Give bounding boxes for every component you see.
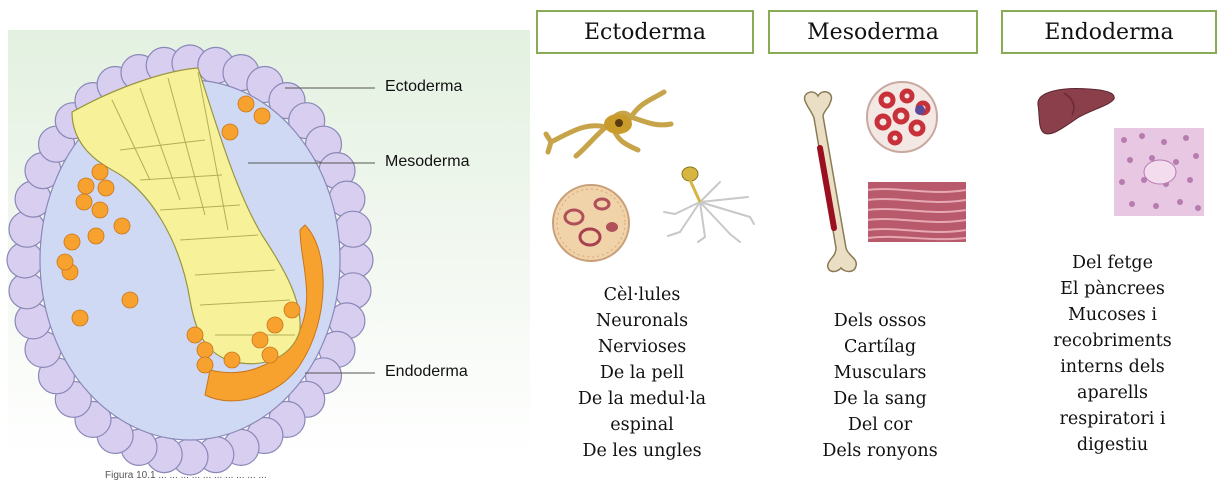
neuron-icon [546, 82, 676, 162]
list-item: El pàncrees [1020, 276, 1205, 302]
list-item: Dels ossos [790, 308, 970, 334]
endoderm-cell [57, 254, 73, 270]
endoderm-cell [262, 347, 278, 363]
list-item: De les ungles [552, 438, 732, 464]
list-item: De la pell [552, 360, 732, 386]
endoderm-cell [197, 357, 213, 373]
list-item: interns dels [1020, 354, 1205, 380]
endoderm-cell [222, 124, 238, 140]
list-item: Nervioses [552, 334, 732, 360]
embryo-cross-section [0, 0, 540, 481]
skin-cell-icon [550, 182, 632, 264]
pancreas-tissue-icon [1114, 128, 1204, 216]
list-item: De la sang [790, 386, 970, 412]
liver-icon [1034, 85, 1118, 141]
endoderm-cell [252, 332, 268, 348]
list-item: De la medul·la [552, 386, 732, 412]
endoderm-cell [284, 302, 300, 318]
endoderm-label: Endoderma [385, 363, 468, 381]
list-item: Del fetge [1020, 250, 1205, 276]
list-item: espinal [552, 412, 732, 438]
endoderm-cell [78, 178, 94, 194]
list-item: Neuronals [552, 308, 732, 334]
endoderm-cell [267, 317, 283, 333]
bone-icon [796, 88, 866, 278]
list-item: Mucoses i [1020, 302, 1205, 328]
nerve-cell-icon [660, 152, 755, 242]
endoderm-cell [114, 218, 130, 234]
list-item: respiratori i [1020, 406, 1205, 432]
mesoderm-title-box: Mesoderma [768, 10, 978, 54]
figure-caption: Figura 10.1 ... ... ... ... ... ... ... … [105, 470, 267, 481]
endoderm-cell [72, 310, 88, 326]
endoderm-cell [88, 228, 104, 244]
endoderm-cell [92, 202, 108, 218]
list-item: aparells [1020, 380, 1205, 406]
endoderm-cell [122, 292, 138, 308]
ectoderm-title-box: Ectoderma [536, 10, 754, 54]
endoderm-cell [98, 180, 114, 196]
endoderm-cell [76, 194, 92, 210]
endoderm-cell [238, 96, 254, 112]
ectoderm-label: Ectoderma [385, 78, 462, 96]
muscle-fiber-icon [868, 182, 966, 242]
endoderm-cell [197, 342, 213, 358]
endoderm-cell [92, 164, 108, 180]
endoderm-cell [224, 352, 240, 368]
list-item: Cartílag [790, 334, 970, 360]
ectoderm-derivatives-list: Cèl·lules Neuronals Nervioses De la pell… [552, 282, 732, 464]
endoderm-cell [254, 108, 270, 124]
ectoderm-cell [335, 211, 371, 247]
list-item: Cèl·lules [552, 282, 732, 308]
endoderm-cell [64, 234, 80, 250]
mesoderm-label: Mesoderma [385, 153, 469, 171]
blood-cells-icon [865, 80, 940, 155]
endoderm-derivatives-list: Del fetge El pàncrees Mucoses i recobrim… [1020, 250, 1205, 458]
list-item: recobriments [1020, 328, 1205, 354]
list-item: Dels ronyons [790, 438, 970, 464]
endoderm-title-box: Endoderma [1001, 10, 1217, 54]
list-item: Del cor [790, 412, 970, 438]
list-item: digestiu [1020, 432, 1205, 458]
endoderm-cell [187, 327, 203, 343]
list-item: Musculars [790, 360, 970, 386]
mesoderm-derivatives-list: Dels ossos Cartílag Musculars De la sang… [790, 308, 970, 464]
